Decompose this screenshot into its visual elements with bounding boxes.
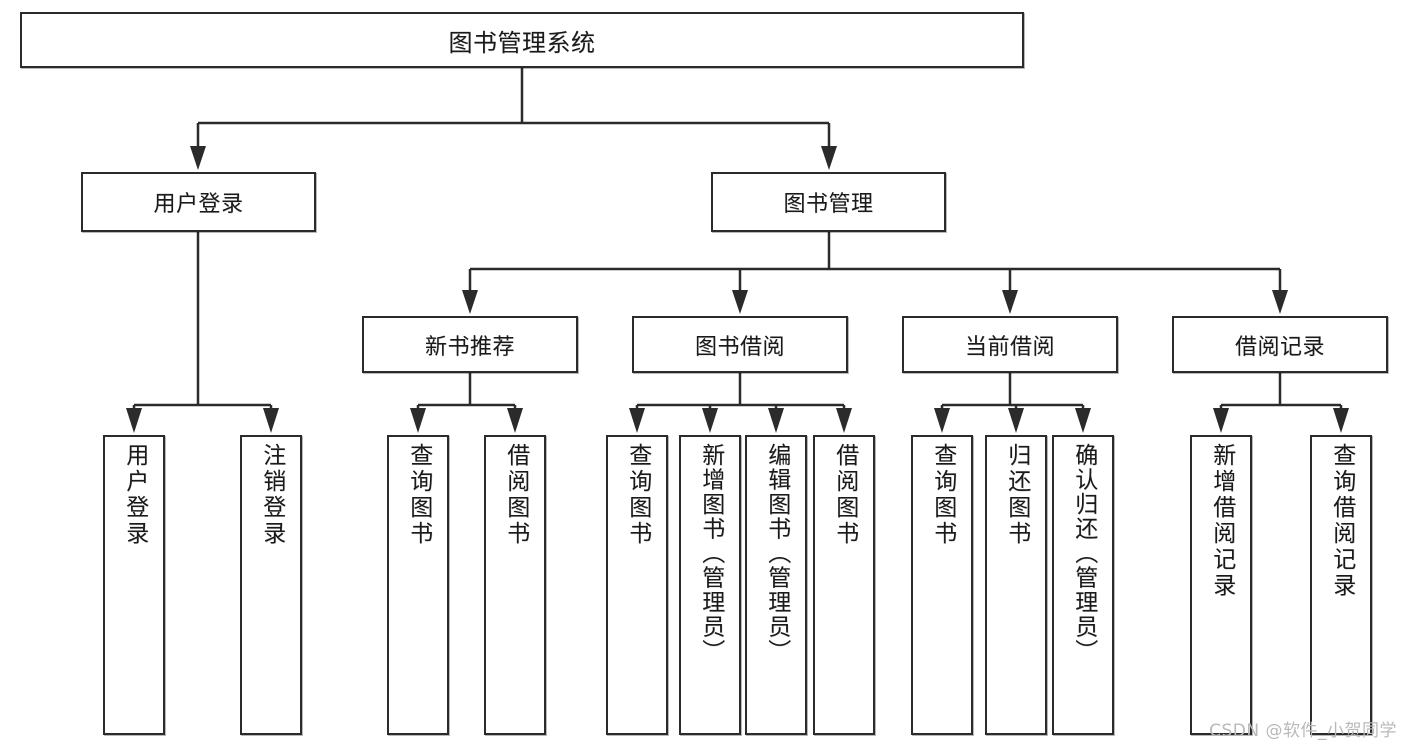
node-new-book-recommend[interactable]: 新书推荐 bbox=[362, 316, 578, 373]
leaf-return-book[interactable]: 归还图书 bbox=[985, 435, 1047, 735]
node-book-management[interactable]: 图书管理 bbox=[711, 172, 946, 232]
node-new-book-recommend-label: 新书推荐 bbox=[424, 334, 515, 360]
leaf-add-borrow-record[interactable]: 新增借阅记录 bbox=[1190, 435, 1252, 735]
leaf-query-book-borrow[interactable]: 查询图书 bbox=[606, 435, 668, 735]
node-user-login-label: 用户登录 bbox=[153, 192, 244, 217]
leaf-add-book-admin[interactable]: 新增图书（管理员） bbox=[679, 435, 741, 735]
connector-current-borrow-to-leaves bbox=[934, 373, 1091, 433]
node-root-label: 图书管理系统 bbox=[448, 28, 596, 57]
node-book-management-label: 图书管理 bbox=[783, 192, 874, 217]
leaf-borrow-book-newbook[interactable]: 借阅图书 bbox=[484, 435, 546, 735]
node-borrow-record[interactable]: 借阅记录 bbox=[1172, 316, 1388, 373]
connector-user-login-to-leaves bbox=[126, 232, 279, 433]
leaf-query-book-newbook[interactable]: 查询图书 bbox=[387, 435, 449, 735]
node-root[interactable]: 图书管理系统 bbox=[20, 12, 1024, 68]
node-book-borrow-label: 图书借阅 bbox=[694, 334, 785, 360]
connector-root-to-level2 bbox=[190, 68, 837, 170]
leaf-query-book-borrow-label: 查询图书 bbox=[624, 443, 651, 547]
node-current-borrow[interactable]: 当前借阅 bbox=[902, 316, 1118, 373]
leaf-borrow-book-label: 借阅图书 bbox=[831, 443, 858, 547]
leaf-confirm-return-admin-label: 确认归还（管理员） bbox=[1070, 443, 1097, 664]
leaf-borrow-book-newbook-label: 借阅图书 bbox=[502, 443, 529, 547]
leaf-query-borrow-record-label: 查询借阅记录 bbox=[1328, 443, 1355, 599]
leaf-borrow-book[interactable]: 借阅图书 bbox=[813, 435, 875, 735]
node-borrow-record-label: 借阅记录 bbox=[1234, 334, 1325, 360]
leaf-query-book-newbook-label: 查询图书 bbox=[405, 443, 432, 547]
leaf-logout-label: 注销登录 bbox=[258, 443, 285, 547]
leaf-user-login-label: 用户登录 bbox=[121, 443, 148, 547]
connector-new-book-to-leaves bbox=[410, 373, 523, 433]
leaf-query-borrow-record[interactable]: 查询借阅记录 bbox=[1310, 435, 1372, 735]
leaf-edit-book-admin[interactable]: 编辑图书（管理员） bbox=[745, 435, 807, 735]
watermark-text: CSDN @软件_小贺同学 bbox=[1209, 721, 1397, 741]
leaf-query-book-current-label: 查询图书 bbox=[929, 443, 956, 547]
leaf-return-book-label: 归还图书 bbox=[1003, 443, 1030, 547]
leaf-logout[interactable]: 注销登录 bbox=[240, 435, 302, 735]
node-user-login[interactable]: 用户登录 bbox=[81, 172, 316, 232]
connector-borrow-record-to-leaves bbox=[1213, 373, 1349, 433]
connector-book-borrow-to-leaves bbox=[629, 373, 852, 433]
connector-level2-to-level3 bbox=[462, 232, 1288, 314]
node-book-borrow[interactable]: 图书借阅 bbox=[632, 316, 848, 373]
leaf-add-book-admin-label: 新增图书（管理员） bbox=[697, 443, 724, 664]
leaf-confirm-return-admin[interactable]: 确认归还（管理员） bbox=[1052, 435, 1114, 735]
leaf-user-login[interactable]: 用户登录 bbox=[103, 435, 165, 735]
leaf-edit-book-admin-label: 编辑图书（管理员） bbox=[763, 443, 790, 664]
node-current-borrow-label: 当前借阅 bbox=[964, 334, 1055, 360]
leaf-query-book-current[interactable]: 查询图书 bbox=[911, 435, 973, 735]
leaf-add-borrow-record-label: 新增借阅记录 bbox=[1208, 443, 1235, 599]
